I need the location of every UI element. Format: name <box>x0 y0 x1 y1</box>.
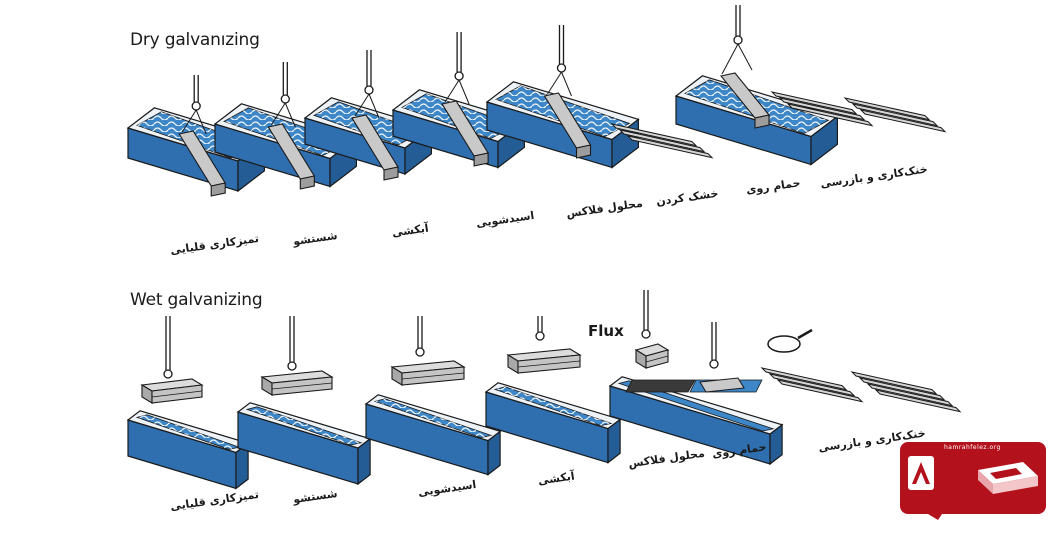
bar <box>768 373 856 397</box>
wet-zinc-beam <box>699 377 745 393</box>
tank-liquid <box>617 380 775 432</box>
beam-end <box>383 166 399 181</box>
sling <box>561 71 572 97</box>
hook-icon <box>287 361 297 371</box>
dry-beam-2 <box>267 123 316 190</box>
tank-liquid-waves <box>137 414 240 450</box>
hamrah-felez-logo-badge <box>900 442 1046 520</box>
wet-beam-4 <box>506 348 582 374</box>
dry-beam-1 <box>178 130 227 197</box>
wet-hanger-2 <box>287 316 297 371</box>
wet-hanger-3 <box>415 316 425 357</box>
bar <box>850 371 938 395</box>
sling <box>181 109 197 133</box>
wet-beam-3 <box>390 360 466 386</box>
bar <box>859 109 947 133</box>
hook-icon <box>709 359 719 369</box>
bar <box>843 97 931 121</box>
tank-liquid-waves <box>375 398 492 438</box>
sling <box>737 43 753 71</box>
bar <box>874 389 962 413</box>
logo-emblem-icon <box>908 456 934 490</box>
beam-end <box>575 144 592 159</box>
wet-cooling-rack <box>760 367 864 403</box>
tank-liquid-waves <box>247 406 362 445</box>
wet-tank-2 <box>236 402 372 486</box>
hook-icon <box>415 347 425 357</box>
sling <box>284 102 296 128</box>
hook-icon <box>163 369 173 379</box>
badge-url-text: hamrahfelez.org <box>944 444 1001 451</box>
dry-beam-4 <box>441 100 489 167</box>
bar <box>618 129 706 153</box>
wet-galvanizing-title: Wet galvanizing <box>130 290 263 310</box>
bar <box>866 383 954 407</box>
dry-galvanizing-row <box>126 5 947 197</box>
sling <box>368 93 380 119</box>
sling <box>270 102 286 126</box>
wet-tank-3 <box>364 394 502 476</box>
flux-label: Flux <box>588 322 624 340</box>
dry-hanger-5 <box>556 25 567 73</box>
dry-beam-5 <box>543 92 592 159</box>
dry-zinc-hanger <box>733 5 743 45</box>
sling <box>354 93 370 117</box>
bar <box>778 97 866 121</box>
bar <box>760 367 848 391</box>
wet-flux-hanger <box>641 290 651 339</box>
dry-drying-bars <box>610 123 714 159</box>
sling <box>547 71 562 95</box>
magnifier-icon <box>767 328 813 353</box>
wet-beam-2 <box>260 370 334 396</box>
hook-icon <box>191 101 201 111</box>
sling <box>444 79 460 103</box>
hook-icon <box>733 35 743 45</box>
dry-galvanizing-title: Dry galvanızing <box>130 30 260 50</box>
dry-hanger-1 <box>191 75 201 111</box>
hook-icon <box>280 94 290 104</box>
beam-end <box>210 182 226 197</box>
dry-inspection-rack <box>843 97 947 133</box>
wet-flux-beam <box>634 343 670 369</box>
dry-hanger-3 <box>364 50 374 95</box>
dry-zinc-beam <box>720 72 770 129</box>
sling <box>195 109 207 135</box>
dry-hanger-2 <box>280 62 290 104</box>
dry-beam-3 <box>351 114 399 181</box>
bar <box>626 135 714 159</box>
hook-icon <box>641 329 651 339</box>
bar <box>776 379 864 403</box>
sling <box>458 79 470 105</box>
tank-liquid-waves <box>495 386 612 426</box>
wet-tank-1 <box>126 410 250 490</box>
dry-hanger-4 <box>454 32 464 81</box>
sling <box>721 43 739 75</box>
hook-icon <box>364 85 374 95</box>
hook-icon <box>535 331 545 341</box>
beam-end <box>754 114 770 129</box>
wet-zinc-hanger <box>709 322 719 369</box>
beam-end <box>473 152 489 167</box>
bar <box>610 123 698 147</box>
bar <box>770 91 858 115</box>
hook-icon <box>556 63 567 73</box>
wet-galvanizing-row <box>126 290 962 490</box>
flux-layer <box>625 379 696 393</box>
wet-hanger-1 <box>163 316 173 379</box>
metal-bars-icon <box>978 462 1038 494</box>
wet-tank-4 <box>484 382 622 464</box>
bar <box>786 103 874 127</box>
dry-cooling-rack <box>770 91 874 127</box>
bar <box>851 103 939 127</box>
bar <box>858 377 946 401</box>
wet-inspection-bars <box>850 371 962 413</box>
wet-hanger-4 <box>535 316 545 341</box>
hook-icon <box>454 71 464 81</box>
wet-beam-1 <box>140 378 204 404</box>
beam-end <box>299 175 315 190</box>
